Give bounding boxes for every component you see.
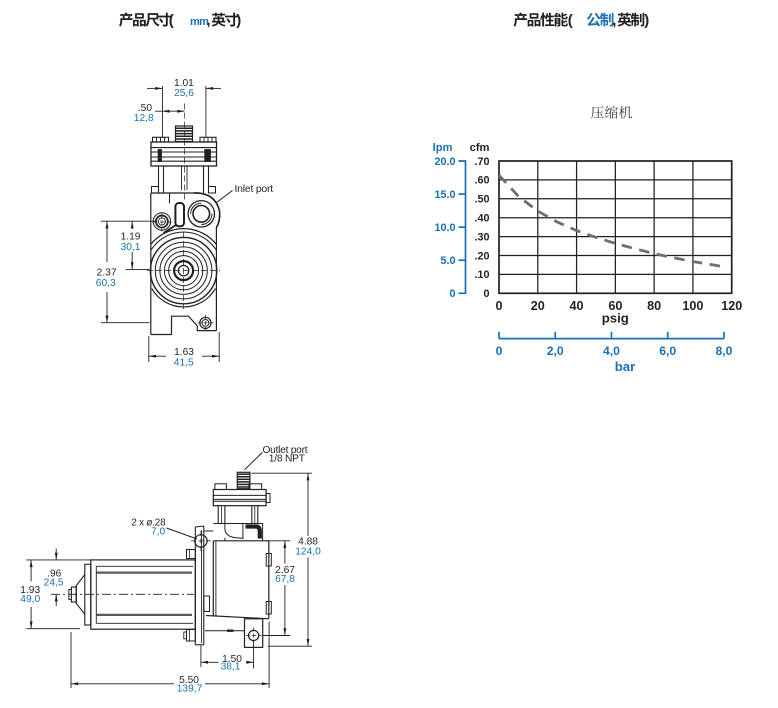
svg-text:mm: mm xyxy=(190,16,209,28)
svg-text:2 x ø.28: 2 x ø.28 xyxy=(131,517,166,528)
svg-text:1.01: 1.01 xyxy=(174,78,194,89)
svg-text:80: 80 xyxy=(647,299,661,313)
svg-text:20: 20 xyxy=(531,299,545,313)
svg-text:bar: bar xyxy=(615,359,636,374)
svg-text:15.0: 15.0 xyxy=(434,189,455,201)
svg-text:7,0: 7,0 xyxy=(151,526,165,537)
svg-text:100: 100 xyxy=(682,299,703,313)
svg-text:10.0: 10.0 xyxy=(434,222,455,234)
svg-text:1.93: 1.93 xyxy=(20,585,40,596)
svg-text:5.0: 5.0 xyxy=(440,255,455,267)
svg-text:0: 0 xyxy=(483,288,489,300)
svg-text:8,0: 8,0 xyxy=(715,344,732,358)
svg-text:139,7: 139,7 xyxy=(177,683,203,694)
svg-text:.50: .50 xyxy=(138,103,152,114)
svg-text:60,3: 60,3 xyxy=(96,278,116,289)
svg-text:psig: psig xyxy=(602,311,629,326)
svg-text:,: , xyxy=(612,12,616,29)
svg-text:1.19: 1.19 xyxy=(121,232,141,243)
svg-text:0: 0 xyxy=(495,299,502,313)
svg-text:49,0: 49,0 xyxy=(20,594,40,605)
svg-text:25,6: 25,6 xyxy=(174,88,194,99)
svg-text:0: 0 xyxy=(449,288,455,300)
svg-text:,: , xyxy=(206,12,210,29)
svg-text:1.50: 1.50 xyxy=(222,654,242,665)
svg-text:0: 0 xyxy=(496,344,503,358)
svg-text:): ) xyxy=(236,12,241,29)
svg-text:.50: .50 xyxy=(474,194,489,206)
svg-text:41,5: 41,5 xyxy=(174,357,194,368)
svg-text:Inlet port: Inlet port xyxy=(235,184,274,195)
svg-text:.70: .70 xyxy=(474,156,489,168)
svg-text:67,8: 67,8 xyxy=(275,574,295,585)
svg-text:4,0: 4,0 xyxy=(603,344,620,358)
svg-text:): ) xyxy=(644,12,649,29)
svg-text:20.0: 20.0 xyxy=(434,156,455,168)
svg-text:5.50: 5.50 xyxy=(179,675,199,686)
svg-text:24,5: 24,5 xyxy=(44,578,64,589)
svg-text:.40: .40 xyxy=(474,213,489,225)
svg-text:.60: .60 xyxy=(474,175,489,187)
svg-text:124,0: 124,0 xyxy=(295,546,321,557)
svg-text:.30: .30 xyxy=(474,231,489,243)
svg-text:40: 40 xyxy=(570,299,584,313)
svg-text:.10: .10 xyxy=(474,269,489,281)
svg-text:.20: .20 xyxy=(474,250,489,262)
svg-text:lpm: lpm xyxy=(433,142,453,154)
svg-text:2.37: 2.37 xyxy=(97,267,117,278)
svg-text:4.88: 4.88 xyxy=(298,537,318,548)
svg-text:60: 60 xyxy=(608,299,622,313)
svg-text:Outlet port: Outlet port xyxy=(263,445,308,456)
svg-text:1/8 NPT: 1/8 NPT xyxy=(269,453,305,464)
svg-text:120: 120 xyxy=(721,299,742,313)
svg-text:2.67: 2.67 xyxy=(275,565,295,576)
svg-text:30,1: 30,1 xyxy=(121,242,141,253)
svg-text:1.63: 1.63 xyxy=(174,347,194,358)
svg-text:(: ( xyxy=(169,12,174,29)
svg-text:12,8: 12,8 xyxy=(134,113,154,124)
svg-text:6,0: 6,0 xyxy=(659,344,676,358)
svg-text:.96: .96 xyxy=(47,568,61,579)
svg-text:(: ( xyxy=(568,12,573,29)
svg-text:cfm: cfm xyxy=(470,142,490,154)
svg-text:2,0: 2,0 xyxy=(547,344,564,358)
svg-text:38,1: 38,1 xyxy=(221,662,241,673)
